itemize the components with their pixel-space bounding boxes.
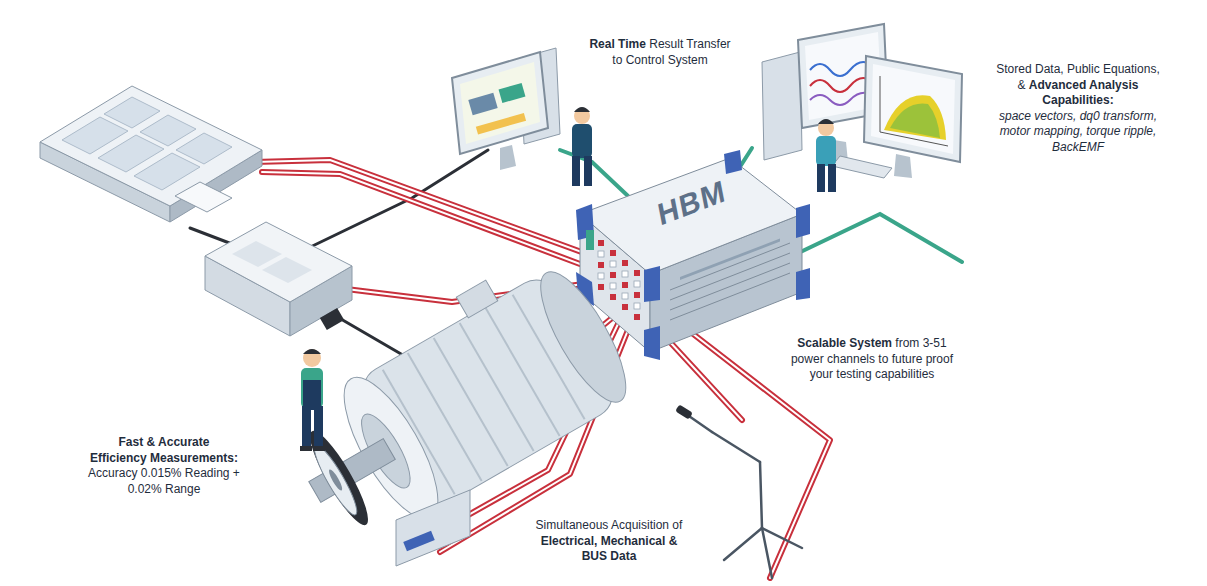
text-run: to Control System bbox=[612, 53, 707, 67]
text-run: BackEMF bbox=[1052, 140, 1104, 154]
hbm-data-acquisition-unit bbox=[576, 150, 810, 360]
text-run: Fast & Accurate bbox=[119, 435, 210, 449]
text-run: motor mapping, torque ripple, bbox=[1000, 124, 1157, 138]
text-run: your testing capabilities bbox=[810, 367, 935, 381]
analysis-workstation bbox=[762, 24, 962, 192]
callout-text: Real Time Result Transfer to Control Sys… bbox=[585, 37, 735, 68]
text-run: Stored Data, Public Equations, bbox=[996, 62, 1159, 76]
microphone-stand bbox=[675, 404, 802, 578]
callout-text: Fast & Accurate Efficiency Measurements:… bbox=[78, 435, 250, 497]
connector-grid bbox=[586, 230, 640, 320]
text-run: Efficiency Measurements: bbox=[90, 451, 238, 465]
text-run: Real Time bbox=[589, 37, 645, 51]
control-computer bbox=[452, 48, 592, 186]
inverter-box bbox=[205, 222, 352, 336]
text-run: Capabilities: bbox=[1042, 93, 1113, 107]
text-run: Scalable System bbox=[797, 336, 892, 350]
battery-pack bbox=[40, 86, 262, 222]
callout-text: Scalable System from 3-51 power channels… bbox=[782, 336, 962, 383]
callout-text: Stored Data, Public Equations, & Advance… bbox=[982, 62, 1174, 156]
callout-text: Simultaneous Acquisition of Electrical, … bbox=[520, 518, 698, 565]
text-run: from 3-51 bbox=[892, 336, 947, 350]
text-run: Accuracy 0.015% Reading + bbox=[88, 466, 240, 480]
text-run: & bbox=[1018, 78, 1029, 92]
text-run: 0.02% Range bbox=[128, 482, 201, 496]
text-run: BUS Data bbox=[582, 549, 637, 563]
electric-motor bbox=[266, 240, 644, 566]
text-run: Simultaneous Acquisition of bbox=[536, 518, 683, 532]
engineer-figure bbox=[300, 349, 325, 451]
text-run: Advanced Analysis bbox=[1029, 78, 1139, 92]
text-run: Result Transfer bbox=[646, 37, 731, 51]
text-run: Electrical, Mechanical & bbox=[541, 534, 678, 548]
text-run: power channels to future proof bbox=[791, 352, 953, 366]
text-run: space vectors, dq0 transform, bbox=[999, 109, 1157, 123]
